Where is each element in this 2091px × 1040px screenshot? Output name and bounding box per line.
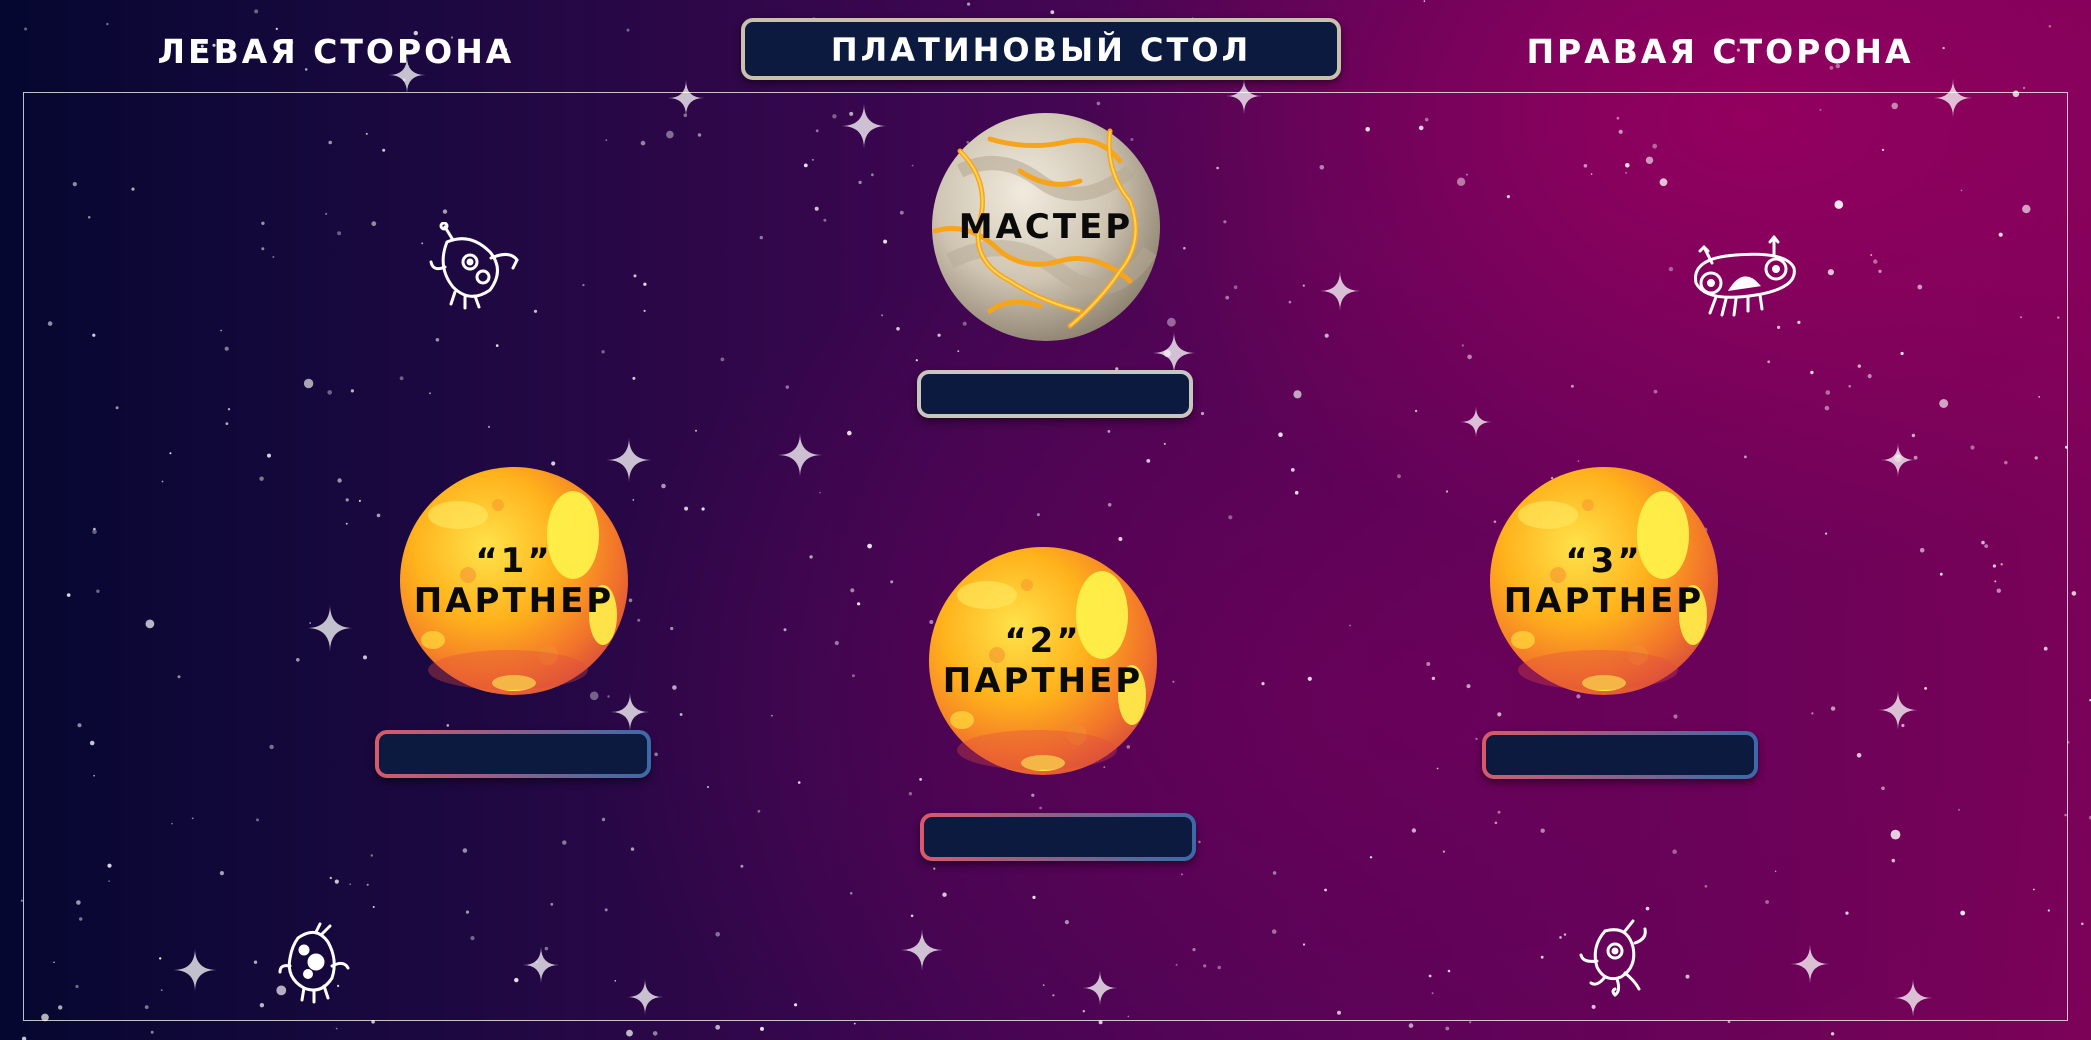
partner-3-number: “3”: [1565, 541, 1643, 581]
partner-1-number: “1”: [475, 541, 553, 581]
partner-2-planet[interactable]: “2” ПАРТНЕР: [927, 545, 1159, 777]
partner-3-title: ПАРТНЕР: [1503, 581, 1705, 621]
partner-2-label: “2” ПАРТНЕР: [943, 621, 1143, 701]
partner-1-slot[interactable]: [375, 730, 651, 778]
partner-3-label: “3” ПАРТНЕР: [1504, 541, 1704, 621]
master-label: МАСТЕР: [958, 207, 1134, 247]
alien-doodle-top-right-icon: [1686, 233, 1800, 319]
partner-2-number: “2”: [1004, 621, 1082, 661]
alien-doodle-bottom-right-icon: [1575, 917, 1649, 997]
partner-2-slot[interactable]: [920, 813, 1196, 861]
alien-doodle-top-left-icon: [425, 221, 523, 310]
partner-1-planet[interactable]: “1” ПАРТНЕР: [398, 465, 630, 697]
right-side-title: ПРАВАЯ СТОРОНА: [1526, 32, 1914, 71]
master-planet-icon: [932, 113, 1160, 341]
partner-2-title: ПАРТНЕР: [942, 661, 1144, 701]
alien-doodle-bottom-left-icon: [276, 920, 352, 1004]
left-side-title: ЛЕВАЯ СТОРОНА: [157, 32, 515, 71]
partner-1-label: “1” ПАРТНЕР: [414, 541, 614, 621]
partner-3-slot[interactable]: [1482, 731, 1758, 779]
master-planet[interactable]: МАСТЕР: [930, 111, 1162, 343]
partner-1-title: ПАРТНЕР: [413, 581, 615, 621]
partner-3-planet[interactable]: “3” ПАРТНЕР: [1488, 465, 1720, 697]
game-board-frame: [23, 92, 2068, 1021]
platinum-table-title: ПЛАТИНОВЫЙ СТОЛ: [741, 18, 1341, 80]
master-slot[interactable]: [917, 370, 1193, 418]
